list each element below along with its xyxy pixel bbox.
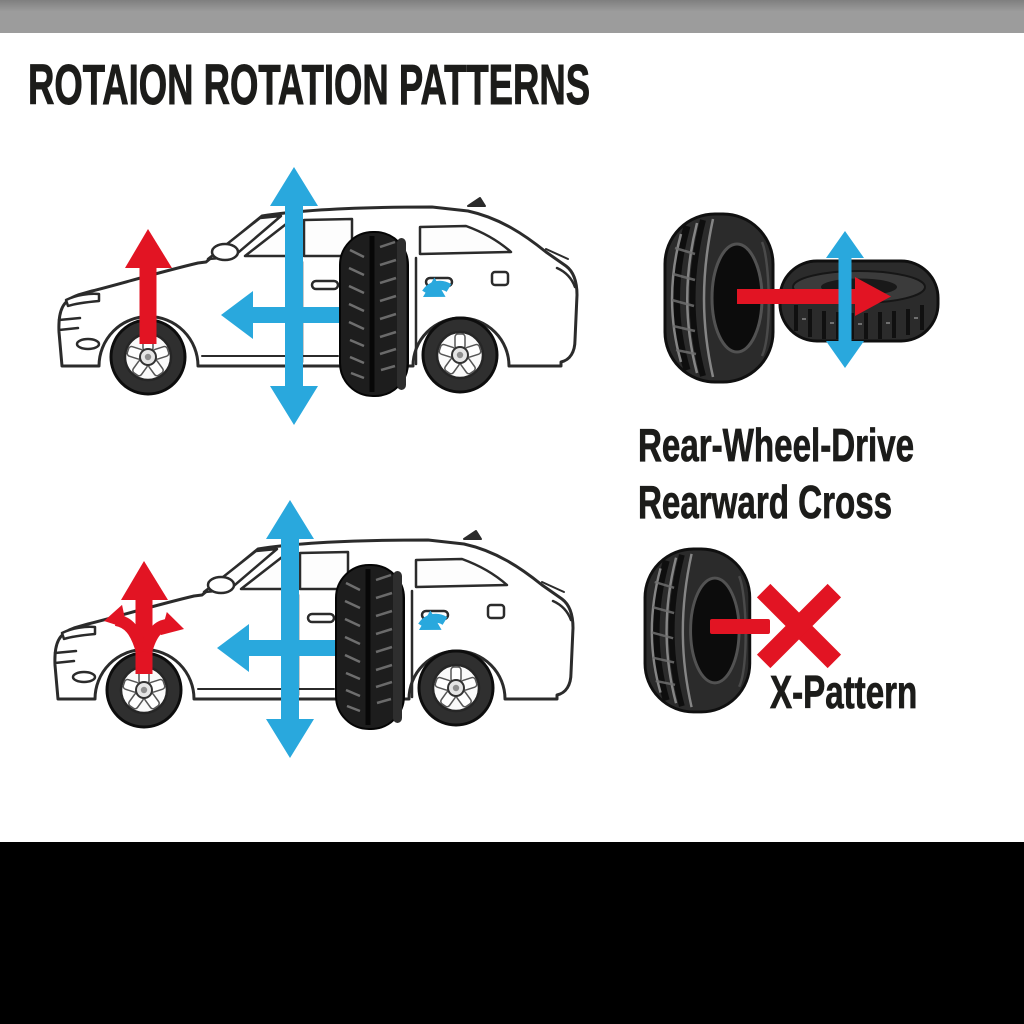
red-dash-icon bbox=[710, 619, 770, 634]
page-title: ROTAION ROTATION PATTERNS bbox=[28, 53, 591, 118]
rear-wheel-drive-label-line2: Rearward Cross bbox=[638, 476, 893, 529]
top-gray-bar bbox=[0, 0, 1024, 33]
red-right-arrow-icon bbox=[737, 277, 891, 316]
x-pattern-label: X-Pattern bbox=[770, 666, 918, 718]
top-car-diagram bbox=[59, 167, 577, 425]
red-x-icon bbox=[710, 583, 842, 669]
rear-wheel-drive-label-line1: Rear-Wheel-Drive bbox=[638, 419, 915, 472]
red-trident-arrow-icon bbox=[101, 561, 188, 674]
x-pattern-illustration bbox=[645, 549, 842, 712]
rear-wheel-drive-label: Rear-Wheel-Drive Rearward Cross bbox=[638, 417, 915, 531]
blue-up-down-arrow-icon bbox=[826, 231, 864, 368]
rear-wheel-drive-illustration bbox=[665, 214, 940, 382]
red-up-arrow-icon bbox=[125, 229, 172, 344]
bottom-black-bar bbox=[0, 842, 1024, 1024]
bottom-car-diagram bbox=[55, 500, 573, 758]
